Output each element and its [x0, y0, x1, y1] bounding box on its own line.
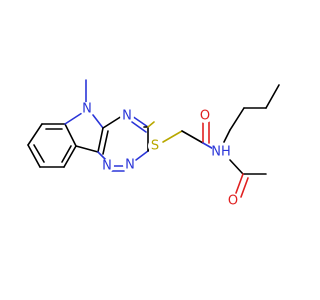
bond-double: [102, 130, 109, 155]
bond: [63, 145, 77, 168]
bond: [75, 145, 99, 153]
bond: [102, 115, 123, 129]
atom-nh-amide: NH: [211, 145, 231, 160]
atom-label-layer: N N N N S O NH O: [80, 102, 240, 209]
bond: [181, 130, 204, 144]
bond: [223, 129, 231, 143]
bond-double: [240, 177, 249, 198]
atom-bg: [123, 158, 137, 172]
molecule-structure-diagram: N N N N S O NH O: [27, 79, 280, 209]
bond: [64, 123, 77, 147]
bond: [97, 127, 104, 153]
atom-s-thio: S: [151, 139, 159, 154]
bond: [135, 150, 149, 161]
bond: [27, 123, 43, 146]
bond: [229, 107, 245, 131]
atom-n-indole: N: [82, 102, 92, 117]
atom-n-triazine-b2: N: [102, 159, 112, 174]
atom-bg: [226, 194, 240, 208]
bond-double: [61, 145, 72, 163]
atom-bg: [120, 109, 134, 123]
atom-o-ketone: O: [228, 194, 238, 209]
bond: [131, 115, 149, 128]
atom-bg: [212, 144, 230, 158]
bond-layer: [27, 79, 280, 198]
bond: [162, 130, 183, 143]
bond: [265, 84, 280, 109]
atom-bg: [100, 159, 114, 173]
bond: [97, 151, 107, 161]
bond-double: [33, 144, 45, 163]
bond-double: [131, 121, 147, 133]
bond: [147, 121, 155, 128]
bond: [64, 112, 83, 125]
bond: [27, 144, 41, 168]
bond: [229, 159, 244, 175]
atom-bg: [148, 139, 162, 153]
atom-bg: [80, 102, 94, 116]
bond: [235, 173, 244, 194]
atom-bg: [198, 109, 212, 123]
bond: [92, 114, 104, 129]
atom-n-triazine-top: N: [122, 109, 132, 124]
atom-n-triazine-b1: N: [125, 158, 135, 173]
atom-o-amide: O: [200, 109, 210, 124]
